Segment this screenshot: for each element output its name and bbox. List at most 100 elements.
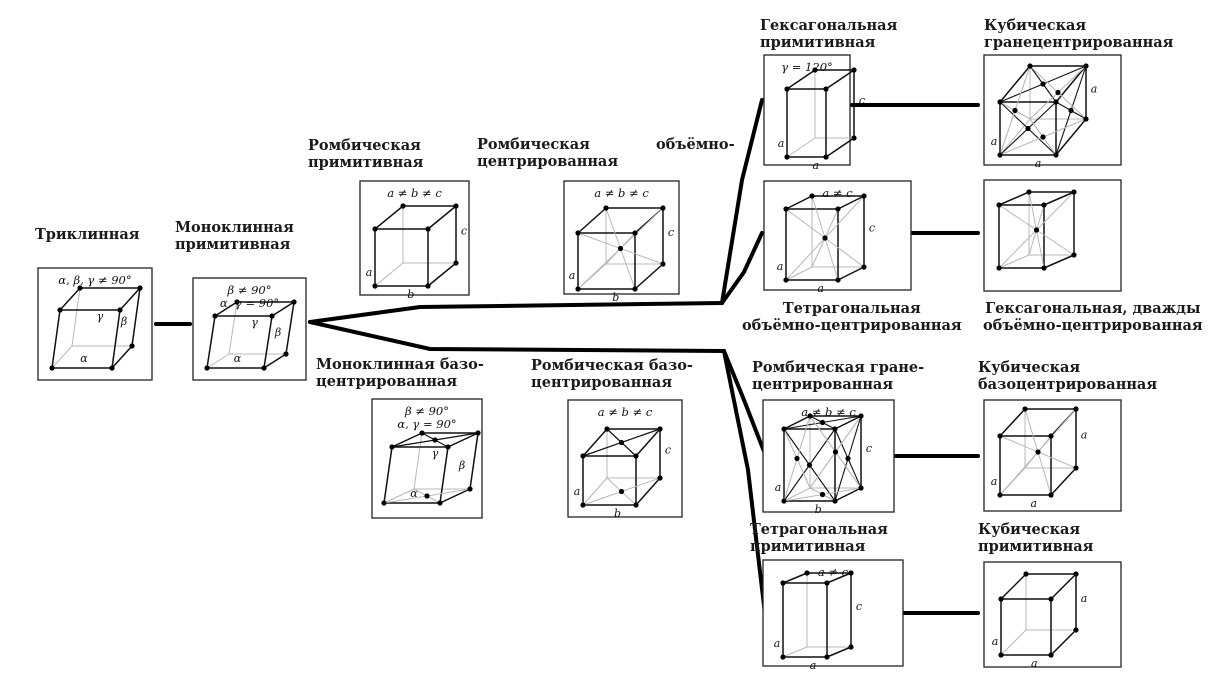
edge: [998, 191, 1030, 206]
lattice-point: [467, 486, 473, 492]
axis-label: b: [815, 503, 822, 516]
edge: [439, 488, 471, 504]
lattice-point: [1053, 152, 1059, 158]
lattice-point: [633, 453, 639, 459]
angle-label: γ: [432, 447, 439, 460]
lattice-point: [781, 498, 787, 504]
label-monoclinic-base: Моноклинная базо-центрированная: [316, 356, 484, 390]
edge: [826, 572, 852, 584]
lattice-point: [1023, 571, 1029, 577]
label-triclinic: Триклинная: [35, 226, 140, 243]
edge: [214, 301, 238, 317]
lattice-point: [117, 307, 123, 313]
edge: [786, 69, 816, 90]
lattice-point: [372, 283, 378, 289]
axis-label: a: [777, 260, 784, 273]
lattice-point: [381, 500, 387, 506]
angle-label: β: [120, 315, 127, 328]
edge: [374, 262, 404, 287]
lattice-point: [804, 570, 810, 576]
axis-label: b: [612, 291, 619, 304]
lattice-point: [1035, 449, 1041, 455]
cell-frame: [37, 267, 153, 381]
connector-line: [308, 320, 726, 353]
cell-cubic-base: aaa: [983, 399, 1122, 512]
lattice-point: [806, 462, 813, 468]
lattice-point: [1083, 63, 1089, 69]
edge: [782, 572, 808, 584]
cell-frame: [567, 399, 683, 518]
lattice-point: [1033, 227, 1040, 233]
lattice-point: [996, 202, 1002, 208]
lattice-point: [858, 413, 864, 419]
lattice-point: [400, 203, 406, 209]
axis-label: a: [775, 481, 782, 494]
lattice-point: [824, 580, 830, 586]
edge: [834, 415, 862, 430]
lattice-point: [1071, 189, 1077, 195]
edge: [826, 646, 852, 658]
axis-label: a: [1081, 592, 1088, 605]
edge: [228, 301, 238, 355]
lattice-point: [580, 502, 586, 508]
lattice-point: [1068, 107, 1074, 114]
lattice-point: [1055, 89, 1061, 96]
lattice-point: [1048, 433, 1054, 439]
lattice-point: [425, 226, 431, 232]
label-orthorhombic-base: Ромбическая базо-центрированная: [531, 357, 693, 391]
edge: [582, 428, 608, 457]
lattice-point: [823, 154, 829, 160]
edge: [263, 315, 273, 369]
connector-line: [308, 301, 724, 324]
lattice-point: [996, 265, 1002, 271]
edge: [111, 309, 121, 369]
cell-frame: [983, 54, 1122, 166]
angle-label: α: [234, 352, 242, 365]
lattice-point: [1048, 652, 1054, 658]
edge: [785, 266, 813, 281]
lattice-point: [291, 299, 297, 305]
edge: [635, 428, 661, 457]
edge: [634, 263, 664, 290]
axis-label: a: [774, 637, 781, 650]
lattice-point: [49, 365, 55, 371]
edge: [263, 353, 287, 369]
lattice-point: [997, 433, 1003, 439]
axis-label: c: [856, 600, 862, 613]
lattice-point: [824, 654, 830, 660]
axis-label: a: [991, 135, 998, 148]
lattice-point: [432, 437, 438, 443]
axis-label: a: [574, 485, 581, 498]
edge: [71, 287, 81, 347]
cell-frame: [192, 277, 307, 381]
lattice-point: [618, 439, 625, 446]
lattice-parameter: a ≠ c: [822, 186, 853, 200]
connector-line: [720, 231, 764, 305]
lattice-point: [77, 285, 83, 291]
edge: [999, 408, 1026, 437]
axis-label: c: [859, 94, 865, 107]
edge: [635, 477, 661, 506]
lattice-point: [783, 206, 789, 212]
edge: [1050, 467, 1077, 496]
lattice-point: [822, 235, 828, 241]
lattice-point: [445, 444, 451, 450]
edge: [285, 301, 295, 355]
lattice-point: [633, 502, 639, 508]
edge: [383, 446, 393, 504]
edge: [427, 205, 457, 230]
lattice-point: [780, 580, 786, 586]
angle-label: γ: [97, 310, 104, 323]
lattice-point: [617, 245, 624, 252]
lattice-point: [794, 455, 800, 462]
edge: [1050, 573, 1077, 600]
edge: [785, 195, 813, 210]
connector-line: [722, 349, 767, 456]
lattice-point: [261, 365, 267, 371]
edge: [825, 137, 855, 158]
